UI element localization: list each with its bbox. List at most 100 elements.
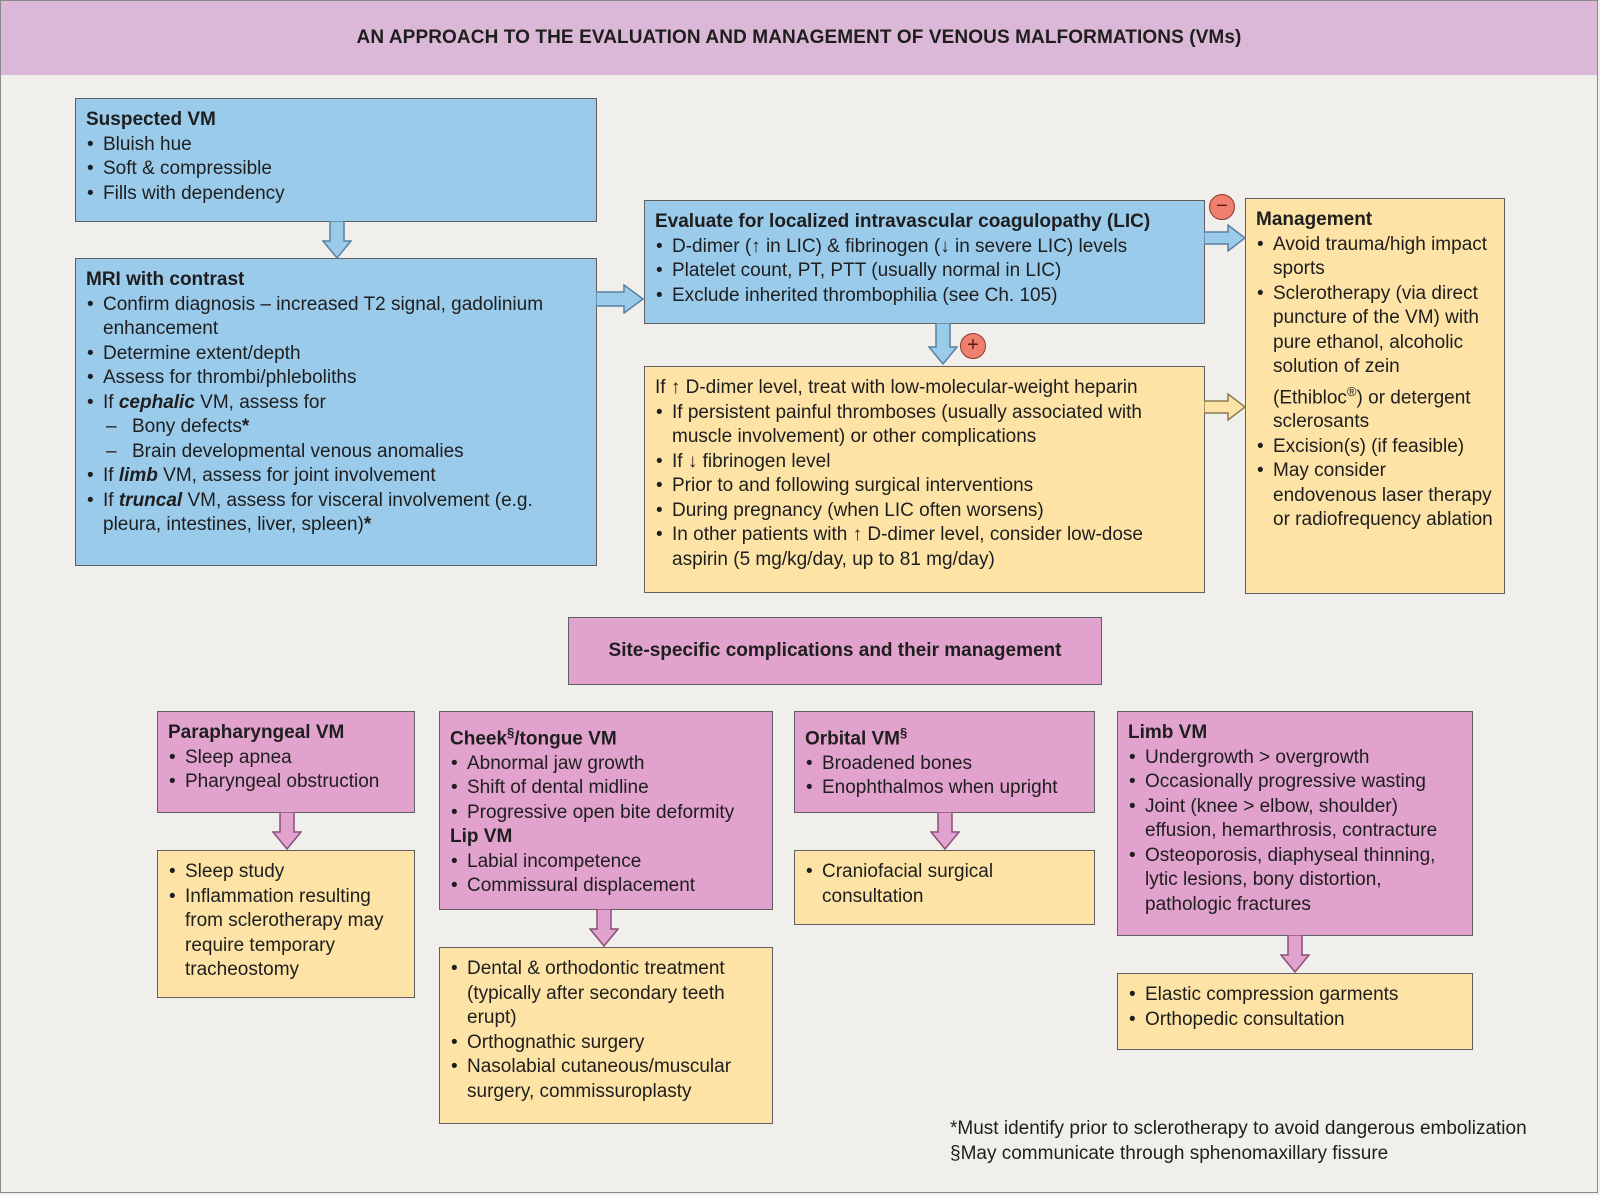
text: If xyxy=(103,489,119,511)
cheek-tongue-title: Cheek§/tongue VM xyxy=(450,721,762,752)
suspected-vm-title: Suspected VM xyxy=(86,109,216,130)
list-item: Occasionally progressive wasting xyxy=(1128,770,1462,795)
management-title: Management xyxy=(1256,209,1373,230)
arrow-down-icon xyxy=(322,221,352,259)
list-item: Dental & orthodontic treatment (typicall… xyxy=(450,957,762,1031)
list-item: If ↓ fibrinogen level xyxy=(655,450,1194,475)
limb-vm-title: Limb VM xyxy=(1128,722,1208,743)
text: Cheek xyxy=(450,728,508,750)
list-item: Labial incompetence xyxy=(450,850,762,875)
cheek-tongue-box: Cheek§/tongue VM Abnormal jaw growth Shi… xyxy=(439,711,773,910)
arrow-down-icon xyxy=(589,909,619,947)
list-item: Fills with dependency xyxy=(86,182,586,207)
plus-sign-icon: + xyxy=(960,333,986,359)
list-item: Excision(s) (if feasible) xyxy=(1256,435,1494,460)
diagram-title: AN APPROACH TO THE EVALUATION AND MANAGE… xyxy=(1,1,1597,75)
list-item: Craniofacial surgical consultation xyxy=(805,860,1084,909)
list-item: Nasolabial cutaneous/muscular surgery, c… xyxy=(450,1055,762,1104)
site-specific-title: Site-specific complications and their ma… xyxy=(568,617,1102,685)
text: /tongue VM xyxy=(514,728,617,750)
list-item: Inflammation resulting from sclerotherap… xyxy=(168,885,404,983)
list-item: Confirm diagnosis – increased T2 signal,… xyxy=(86,293,586,342)
list-item: Broadened bones xyxy=(805,752,1084,777)
list-item: During pregnancy (when LIC often worsens… xyxy=(655,499,1194,524)
treatment-box: If ↑ D-dimer level, treat with low-molec… xyxy=(644,366,1205,593)
mri-box: MRI with contrast Confirm diagnosis – in… xyxy=(75,258,597,566)
list-item: Shift of dental midline xyxy=(450,776,762,801)
arrow-down-icon xyxy=(930,812,960,850)
arrow-down-icon xyxy=(272,812,302,850)
list-item: May consider endovenous laser therapy or… xyxy=(1256,459,1494,533)
arrow-right-icon xyxy=(1204,393,1246,421)
footnote-star: *Must identify prior to sclerotherapy to… xyxy=(950,1118,1527,1139)
star-mark: * xyxy=(241,416,250,437)
emphasis: limb xyxy=(118,465,158,486)
registered-mark: ® xyxy=(1346,383,1357,399)
list-item: Progressive open bite deformity xyxy=(450,801,762,826)
minus-sign-icon: − xyxy=(1209,194,1235,220)
list-item: Orthopedic consultation xyxy=(1128,1008,1462,1033)
text: Orbital VM xyxy=(805,728,901,750)
parapharyngeal-box: Parapharyngeal VM Sleep apnea Pharyngeal… xyxy=(157,711,415,813)
list-subitem: Brain developmental venous anomalies xyxy=(86,440,586,465)
text: Bony defects xyxy=(132,416,242,437)
emphasis: truncal xyxy=(118,489,183,511)
orbital-box: Orbital VM§ Broadened bones Enophthalmos… xyxy=(794,711,1095,813)
section-mark: § xyxy=(900,725,908,740)
list-item: Bluish hue xyxy=(86,133,586,158)
emphasis: cephalic xyxy=(118,391,195,413)
list-item: Sleep apnea xyxy=(168,746,404,771)
list-item: Prior to and following surgical interven… xyxy=(655,474,1194,499)
list-item: Elastic compression garments xyxy=(1128,983,1462,1008)
limb-management-box: Elastic compression garments Orthopedic … xyxy=(1117,973,1473,1050)
text: ) or detergent sclerosants xyxy=(1273,386,1471,433)
list-item: Orthognathic surgery xyxy=(450,1031,762,1056)
list-item: D-dimer (↑ in LIC) & fibrinogen (↓ in se… xyxy=(655,235,1194,260)
cheek-management-box: Dental & orthodontic treatment (typicall… xyxy=(439,947,773,1124)
orbital-management-box: Craniofacial surgical consultation xyxy=(794,850,1095,925)
list-item: Determine extent/depth xyxy=(86,342,586,367)
management-box: Management Avoid trauma/high impact spor… xyxy=(1245,198,1505,594)
text: VM, assess for xyxy=(194,391,326,413)
treatment-lead: If ↑ D-dimer level, treat with low-molec… xyxy=(655,377,1138,398)
arrow-right-icon xyxy=(596,284,644,314)
list-item: Osteoporosis, diaphyseal thinning, lytic… xyxy=(1128,844,1462,918)
list-item: In other patients with ↑ D-dimer level, … xyxy=(655,523,1194,572)
text: If xyxy=(103,465,119,486)
suspected-vm-box: Suspected VM Bluish hue Soft & compressi… xyxy=(75,98,597,222)
list-item: Joint (knee > elbow, shoulder) effusion,… xyxy=(1128,795,1462,844)
text: If xyxy=(103,391,119,413)
list-item: If limb VM, assess for joint involvement xyxy=(86,464,586,489)
limb-vm-box: Limb VM Undergrowth > overgrowth Occasio… xyxy=(1117,711,1473,936)
list-item: If truncal VM, assess for visceral invol… xyxy=(86,489,586,538)
list-item: Commissural displacement xyxy=(450,874,762,899)
footnotes: *Must identify prior to sclerotherapy to… xyxy=(950,1116,1527,1166)
list-item: Sclerotherapy (via direct puncture of th… xyxy=(1256,282,1494,435)
footnote-section: §May communicate through sphenomaxillary… xyxy=(950,1143,1389,1164)
star-mark: * xyxy=(363,514,372,535)
list-subitem: Bony defects* xyxy=(86,415,586,440)
arrow-down-icon xyxy=(1280,935,1310,973)
list-item: If cephalic VM, assess for xyxy=(86,391,586,416)
section-mark: § xyxy=(507,725,515,740)
text: VM, assess for visceral involvement (e.g… xyxy=(103,489,533,536)
lic-title: Evaluate for localized intravascular coa… xyxy=(655,211,1151,232)
list-item: Enophthalmos when upright xyxy=(805,776,1084,801)
mri-title: MRI with contrast xyxy=(86,269,245,290)
parapharyngeal-title: Parapharyngeal VM xyxy=(168,722,345,743)
list-item: Avoid trauma/high impact sports xyxy=(1256,233,1494,282)
list-item: If persistent painful thromboses (usuall… xyxy=(655,401,1194,450)
lic-box: Evaluate for localized intravascular coa… xyxy=(644,200,1205,324)
list-item: Pharyngeal obstruction xyxy=(168,770,404,795)
parapharyngeal-management-box: Sleep study Inflammation resulting from … xyxy=(157,850,415,998)
orbital-title: Orbital VM§ xyxy=(805,721,1084,752)
list-item: Exclude inherited thrombophilia (see Ch.… xyxy=(655,284,1194,309)
arrow-right-icon xyxy=(1204,224,1246,252)
list-item: Soft & compressible xyxy=(86,157,586,182)
list-item: Sleep study xyxy=(168,860,404,885)
list-item: Undergrowth > overgrowth xyxy=(1128,746,1462,771)
text: Sclerotherapy (via direct puncture of th… xyxy=(1273,282,1479,408)
list-item: Platelet count, PT, PTT (usually normal … xyxy=(655,259,1194,284)
lip-vm-title: Lip VM xyxy=(450,826,513,848)
